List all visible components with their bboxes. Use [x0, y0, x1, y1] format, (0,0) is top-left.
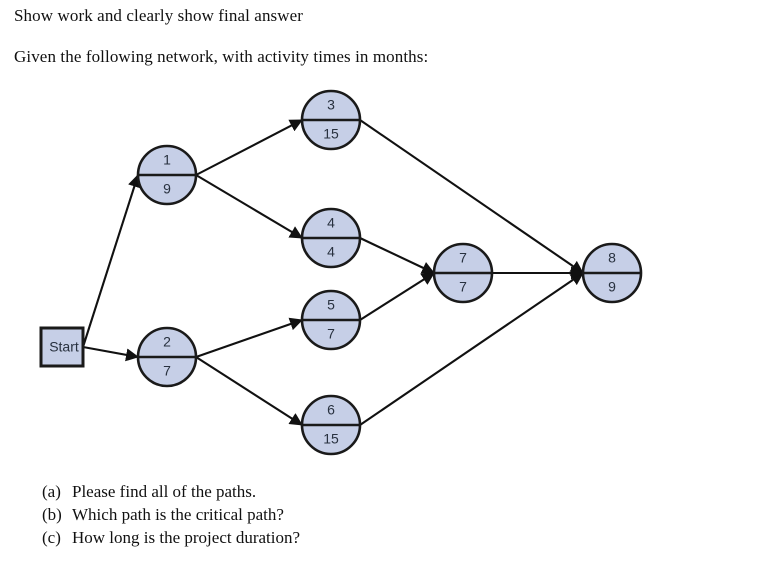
start-node-box [39, 326, 85, 368]
edge-1-to-3 [195, 119, 303, 176]
node-2-number: 2 [163, 334, 171, 350]
question-row-b: (b) Which path is the critical path? [42, 503, 642, 526]
node-8[interactable]: 89 [581, 242, 643, 304]
questions-list: (a) Please find all of the paths. (b) Wh… [42, 480, 642, 549]
node-3-duration: 15 [323, 126, 339, 142]
node-6-duration: 15 [323, 431, 339, 447]
question-text-a: Please find all of the paths. [72, 482, 257, 501]
node-start[interactable]: Start [39, 326, 85, 368]
node-2[interactable]: 27 [136, 326, 198, 388]
question-label-b: (b) [42, 505, 62, 524]
node-3[interactable]: 3 15 [300, 89, 362, 151]
node-7[interactable]: 77 [432, 242, 494, 304]
node-1[interactable]: 19 [136, 144, 198, 206]
node-5-duration: 7 [327, 326, 335, 342]
node-4-number: 4 [327, 215, 335, 231]
node-4[interactable]: 44 [300, 207, 362, 269]
start-node-label: Start [49, 339, 79, 355]
instruction-line-1: Show work and clearly show final answer [14, 6, 304, 25]
node-5[interactable]: 57 [300, 289, 362, 351]
question-text-b: Which path is the critical path? [72, 505, 284, 524]
edge-5-to-7 [359, 272, 435, 321]
edge-start-to-2 [82, 345, 140, 362]
node-7-duration: 7 [459, 279, 467, 295]
node-6-number: 6 [327, 402, 335, 418]
question-text-c: How long is the project duration? [72, 528, 301, 547]
edges-layer [81, 119, 585, 426]
node-7-number: 7 [459, 250, 467, 266]
node-8-duration: 9 [608, 279, 616, 295]
node-3-number: 3 [327, 97, 335, 113]
node-1-duration: 9 [163, 181, 171, 197]
edge-4-to-7 [359, 237, 435, 274]
question-label-c: (c) [42, 528, 61, 547]
instruction-line-2: Given the following network, with activi… [14, 47, 429, 66]
node-1-number: 1 [163, 152, 171, 168]
node-6[interactable]: 6 15 [300, 394, 362, 456]
node-8-number: 8 [608, 250, 616, 266]
edge-3-to-8 [359, 119, 584, 274]
edge-2-to-6 [195, 356, 303, 426]
edge-6-to-8 [359, 272, 584, 426]
question-row-a: (a) Please find all of the paths. [42, 480, 642, 503]
node-2-duration: 7 [163, 363, 171, 379]
node-5-number: 5 [327, 297, 335, 313]
question-label-a: (a) [42, 482, 61, 501]
edge-start-to-1 [81, 174, 141, 348]
edge-1-to-4 [195, 174, 303, 239]
question-row-c: (c) How long is the project duration? [42, 526, 642, 549]
node-4-duration: 4 [327, 244, 335, 260]
edge-2-to-5 [195, 317, 303, 358]
